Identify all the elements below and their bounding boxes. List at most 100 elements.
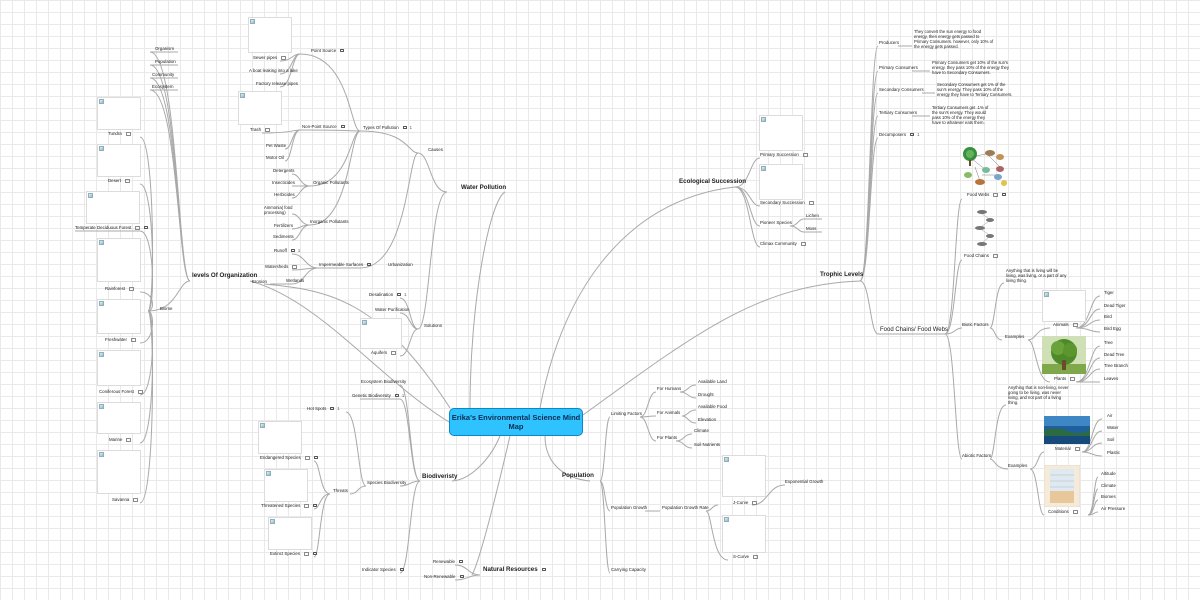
node-herbicides[interactable]: Herbicides — [274, 192, 295, 198]
topic-levels-of-organization[interactable]: levels Of Organization — [192, 272, 257, 280]
node-primary-consumers[interactable]: Primary Consumers — [879, 65, 918, 71]
node-non-renewable[interactable]: Non-Renewable — [424, 574, 464, 580]
biome-coniferous-forest[interactable]: Coniferous Forest — [99, 389, 143, 395]
node-boat-leaking[interactable]: A boat leaking into a lake — [249, 68, 298, 74]
node-carrying-capacity[interactable]: Carrying Capacity — [611, 567, 646, 573]
topic-biodiversity[interactable]: Biodiveristy — [422, 473, 457, 481]
node-j-curve[interactable]: J-Curve — [733, 500, 758, 506]
node-inorganic-pollutants[interactable]: Inorganic Pollutants — [310, 219, 349, 225]
biome-tundra[interactable]: Tundra — [108, 131, 131, 137]
node-biome[interactable]: Biome — [160, 306, 172, 312]
node-secondary-succession[interactable]: Secondary Succession — [760, 200, 814, 206]
node-air-pressure[interactable]: Air Pressure — [1101, 506, 1125, 512]
node-available-land[interactable]: Available Land — [698, 379, 727, 385]
node-food-chains-webs[interactable]: Food Chains/ Food Webs — [880, 327, 948, 334]
node-lichen[interactable]: Lichen — [806, 213, 819, 219]
node-climate[interactable]: Climate — [1101, 483, 1116, 489]
node-leaves[interactable]: Leaves — [1104, 376, 1118, 382]
node-exponential-growth[interactable]: Exponential Growth — [785, 479, 823, 485]
node-s-curve[interactable]: S-Curve — [733, 554, 759, 560]
node-elevation[interactable]: Elevation — [698, 417, 716, 423]
topic-water-pollution[interactable]: Water Pollution — [461, 184, 506, 192]
node-urbanization[interactable]: Urbanization — [388, 262, 413, 268]
biome-savanna[interactable]: Savanna — [112, 497, 139, 503]
node-available-food[interactable]: Available Food — [698, 404, 727, 410]
node-motor-oil[interactable]: Motor Oil — [266, 155, 284, 161]
node-insecticides[interactable]: Insecticides — [272, 180, 295, 186]
node-producers[interactable]: Producers — [879, 40, 899, 46]
biome-desert[interactable]: Desert — [108, 178, 130, 184]
biome-freshwater[interactable]: Freshwater — [105, 337, 136, 343]
node-dead-tree[interactable]: Dead Tree — [1104, 352, 1125, 358]
node-organism[interactable]: Organism — [155, 46, 174, 52]
node-ecosystem-biodiversity[interactable]: Ecosystem Biodiversity — [361, 379, 406, 385]
node-conditions[interactable]: Conditions — [1048, 509, 1078, 515]
topic-trophic-levels[interactable]: Trophic Levels — [820, 271, 863, 279]
node-ammonia[interactable]: Ammonia( food processing) — [264, 205, 294, 216]
node-sediments[interactable]: Sediments — [273, 234, 294, 240]
central-topic[interactable]: Erika's Environmental Science Mind Map — [449, 408, 583, 436]
node-tiger[interactable]: Tiger — [1104, 290, 1114, 296]
topic-natural-resources[interactable]: Natural Resources — [483, 566, 546, 574]
biome-marine[interactable]: Marine — [109, 437, 132, 443]
node-climate-plants[interactable]: Climate — [694, 428, 709, 434]
node-secondary-consumers[interactable]: Secondary Consumers — [879, 87, 924, 93]
node-plants[interactable]: Plants — [1054, 376, 1076, 382]
node-soil[interactable]: Soil — [1107, 437, 1114, 443]
node-threats[interactable]: Threats — [333, 488, 348, 494]
node-material[interactable]: Material — [1055, 446, 1080, 452]
node-wetlands[interactable]: Wetlands — [286, 278, 304, 284]
node-abiotic-factors[interactable]: Abiotic Factors — [962, 453, 991, 459]
node-watersheds[interactable]: Watersheds — [265, 264, 298, 270]
node-for-animals[interactable]: For Animals — [657, 410, 680, 416]
node-water-purification[interactable]: Water Purification — [375, 307, 410, 313]
topic-population[interactable]: Population — [562, 472, 594, 480]
node-for-humans[interactable]: For Humans — [657, 386, 681, 392]
topic-ecological-succession[interactable]: Ecological Succession — [679, 178, 746, 186]
node-animals[interactable]: Animals — [1053, 322, 1078, 328]
node-primary-succession[interactable]: Primary Succession — [760, 152, 808, 158]
node-dead-tiger[interactable]: Dead Tiger — [1104, 303, 1125, 309]
node-renewable[interactable]: Renewable — [433, 559, 463, 565]
node-moss[interactable]: Moss — [806, 226, 817, 232]
node-community[interactable]: Community — [152, 72, 174, 78]
node-soil-nutrients[interactable]: Soil Nutrients — [694, 442, 720, 448]
node-factory-pipes[interactable]: Factory release pipes — [256, 81, 298, 87]
node-altitude[interactable]: Altitude — [1101, 471, 1116, 477]
node-tree[interactable]: Tree — [1104, 340, 1113, 346]
node-erosion[interactable]: Erosion — [252, 279, 267, 285]
node-extinct-species[interactable]: Extinct Species — [270, 551, 318, 557]
node-tertiary-consumers[interactable]: Tertiary Consumers — [879, 110, 917, 116]
node-air[interactable]: Air — [1107, 413, 1112, 419]
node-causes[interactable]: Causes — [428, 147, 443, 153]
node-tree-branch[interactable]: Tree Branch — [1104, 363, 1128, 369]
node-non-point-source[interactable]: Non-Point Source — [302, 124, 345, 130]
node-bird-egg[interactable]: Bird Egg — [1104, 326, 1121, 332]
node-aquifers[interactable]: Aquifers — [371, 350, 397, 356]
node-plastic[interactable]: Plastic — [1107, 450, 1120, 456]
node-examples-biotic[interactable]: Examples — [1005, 334, 1024, 340]
node-trash[interactable]: Trash — [250, 127, 271, 133]
node-water[interactable]: Water — [1107, 425, 1119, 431]
node-biomes[interactable]: Biomes — [1101, 494, 1116, 500]
node-food-chains[interactable]: Food Chains — [964, 253, 998, 259]
node-population-growth[interactable]: Population Growth — [611, 505, 647, 511]
biome-temperate-deciduous-forest[interactable]: Temperate Deciduous Forest — [75, 225, 149, 231]
node-examples-abiotic[interactable]: Examples — [1008, 463, 1027, 469]
node-organic-pollutants[interactable]: Organic Pollutants — [313, 180, 349, 186]
node-fertilizers[interactable]: Fertilizers — [274, 223, 293, 229]
node-solutions[interactable]: Solutions — [424, 323, 442, 329]
node-indicator-species[interactable]: Indicator Species — [362, 567, 404, 573]
node-bird[interactable]: Bird — [1104, 314, 1112, 320]
node-endangered-species[interactable]: Endangered Species — [260, 455, 318, 461]
node-for-plants[interactable]: For Plants — [657, 435, 677, 441]
node-species-biodiversity[interactable]: Species Biodiversity — [367, 480, 406, 486]
node-climax-community[interactable]: Climax Community — [760, 241, 806, 247]
biome-rainforest[interactable]: Rainforest — [105, 286, 135, 292]
node-biotic-factors[interactable]: Biotic Factors — [962, 322, 989, 328]
node-sewer-pipes[interactable]: Sewer pipes — [253, 55, 287, 61]
node-drought[interactable]: Drought — [698, 392, 714, 398]
